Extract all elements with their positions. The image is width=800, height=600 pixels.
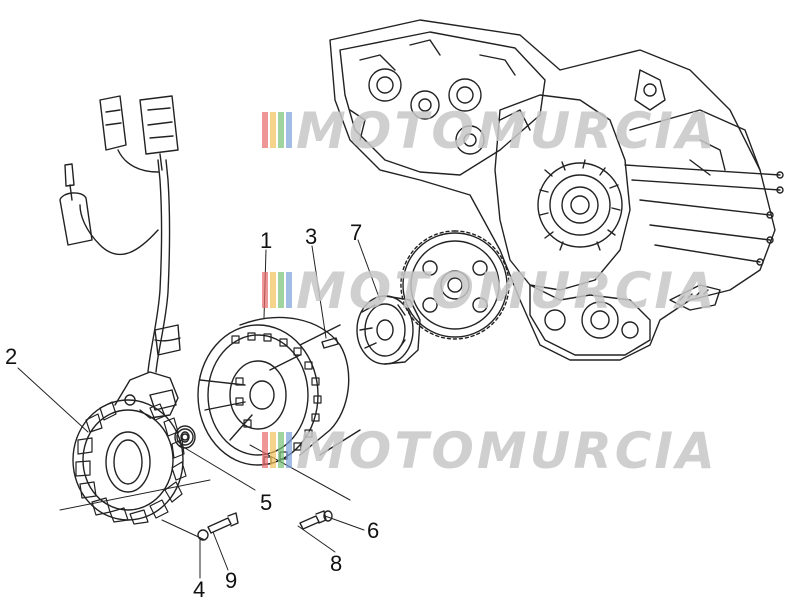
callout-2: 2 bbox=[5, 344, 17, 369]
woodruff-key-icon bbox=[321, 337, 339, 349]
flywheel-rotor-icon bbox=[197, 316, 361, 466]
callout-3: 3 bbox=[305, 224, 317, 249]
watermark-bottom: MOTOMURCIA bbox=[262, 422, 718, 480]
watermark-middle: MOTOMURCIA bbox=[262, 262, 718, 320]
watermark-top: MOTOMURCIA bbox=[262, 102, 718, 160]
gear-icon bbox=[400, 230, 510, 340]
callout-8: 8 bbox=[330, 551, 342, 576]
watermark-text: MOTOMURCIA bbox=[296, 102, 718, 160]
crankcase-icon bbox=[329, 19, 784, 361]
watermark-text: MOTOMURCIA bbox=[296, 422, 718, 480]
callout-1: 1 bbox=[260, 228, 272, 253]
watermark-text: MOTOMURCIA bbox=[296, 262, 718, 320]
starter-clutch-icon bbox=[356, 295, 421, 365]
callout-9: 9 bbox=[225, 568, 237, 593]
stator-coil-icon bbox=[72, 371, 194, 525]
connector-icon bbox=[59, 95, 181, 373]
callout-4: 4 bbox=[193, 577, 205, 600]
callout-6: 6 bbox=[367, 518, 379, 543]
callout-5: 5 bbox=[260, 490, 272, 515]
callout-7: 7 bbox=[350, 220, 362, 245]
